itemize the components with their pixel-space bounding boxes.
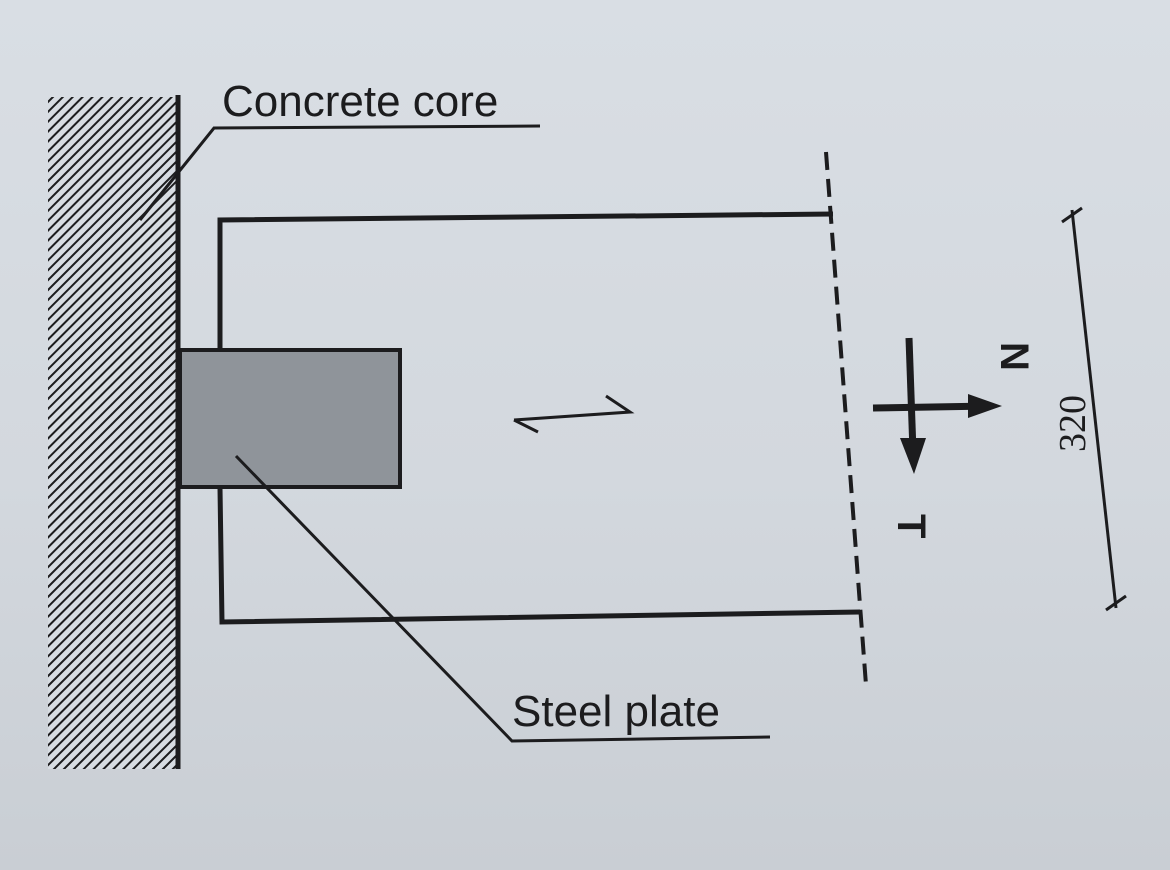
concrete-core-label: Concrete core [222, 77, 498, 126]
axis-t-label: T [889, 514, 933, 538]
section-cut-line [824, 151, 868, 686]
axis-n-label: N [992, 342, 1036, 371]
arrow-down-icon [900, 438, 926, 474]
dimension-tick-top [1061, 206, 1083, 224]
dimension-label: 320 [1052, 395, 1094, 452]
axes-symbol [872, 337, 1002, 474]
steel-plate-label: Steel plate [512, 687, 720, 736]
shear-arrow-icon [513, 394, 635, 422]
arrow-right-icon [968, 394, 1002, 418]
slab-outline-bottom [217, 487, 861, 625]
steel-plate-leader [234, 454, 771, 743]
slab-outline [217, 211, 834, 352]
shear-arrow-return-icon [513, 418, 539, 434]
steel-plate [178, 348, 402, 489]
dimension-tick-bottom [1105, 594, 1127, 612]
dimension-line [1070, 209, 1118, 609]
concrete-core-leader [138, 124, 541, 221]
concrete-core-wall [48, 97, 178, 769]
